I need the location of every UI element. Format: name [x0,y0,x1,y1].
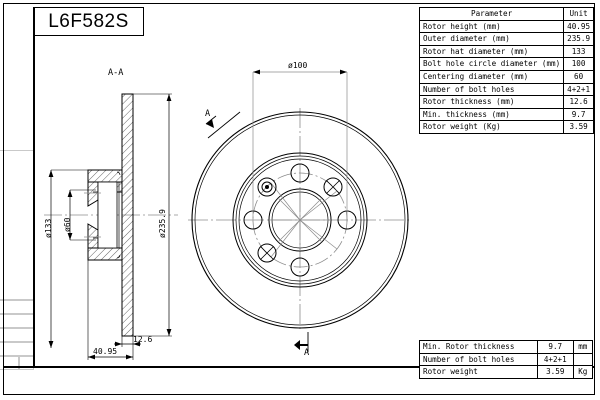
bolt-hole-pilot-upper-left [257,177,277,197]
dim-label-rotor-height: 40.95 [93,347,118,356]
frame-vertical-line [33,7,35,367]
table-row: Rotor weight (Kg)3.59 [418,120,595,134]
arrow-head [253,69,260,75]
summary-unit: mm [572,340,594,354]
spec-value: 100 [563,57,595,71]
dim-label-bolt-circle: ø100 [288,61,308,70]
dim-label-centering-diameter: ø60 [63,217,72,232]
dim-label-rotor-thickness: 12.6 [133,335,153,344]
spec-label: Rotor weight (Kg) [418,120,565,134]
arrow-head [294,340,300,350]
summary-label: Rotor weight [419,365,538,379]
frame-bottom-line [3,366,595,368]
section-arrow-label-left: A [205,109,211,119]
hat-step-circle [238,158,362,282]
arrow-head [166,94,172,101]
arrow-head [67,190,73,197]
arrow-head [88,354,95,360]
bolt-hole-marked-lower-left [257,243,277,263]
section-leader-upper [207,111,241,139]
sheet-border [3,3,595,395]
hat-outer-circle [232,152,368,288]
arrow-head [67,233,73,240]
hat-flange-lower-section [87,247,123,261]
section-view-label: A-A [108,68,124,78]
part-number-block: L6F582S [33,7,144,36]
arrow-head [48,341,54,348]
hat-inner-cavity [97,181,118,249]
summary-unit: Kg [572,365,594,379]
corner-fillet-lower [116,254,121,259]
arrow-head [133,341,140,347]
spec-value: 3.59 [563,120,595,134]
arrow-head [115,341,122,347]
section-tick-upper [205,115,217,125]
hat-wall-upper-section [87,181,99,207]
rotor-disc-section [121,93,134,337]
hat-outer-circle-inner [235,155,365,285]
arrow-head [48,170,54,177]
table-row: Rotor hat diameter (mm)133 [418,44,595,59]
bolt-hole-marked-upper-right [323,177,343,197]
disc-outer-circle [191,111,409,329]
corner-fillet-upper [116,171,121,176]
dim-label-hat-diameter: ø133 [44,218,53,238]
arrow-head [340,69,347,75]
bolt-hole-plain-top [290,163,310,183]
disc-outer-circle-inner [194,114,406,326]
dim-label-outer-diameter: ø235.9 [158,209,167,238]
table-row: Rotor thickness (mm)12.6 [418,95,595,109]
hat-wall-lower-section [87,223,99,249]
hat-flange-upper-section [87,169,123,183]
arrow-head [126,354,133,360]
ghost-table-divider [18,356,20,370]
part-number-text: L6F582S [48,10,129,32]
table-row: Min. thickness (mm)9.7 [418,107,595,122]
arrow-head [206,119,214,128]
bolt-hole-plain-bottom [290,257,310,277]
arrow-head [166,329,172,336]
section-arrow-label-bottom: A [304,348,310,358]
